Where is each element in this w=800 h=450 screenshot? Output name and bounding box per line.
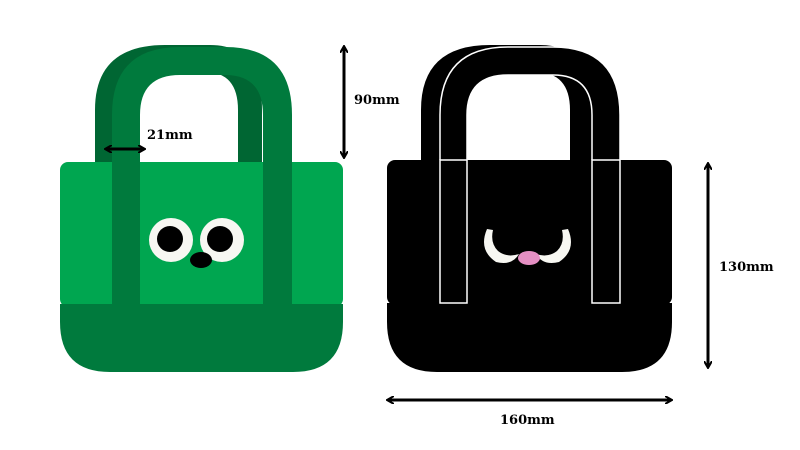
nose-icon [190, 252, 212, 268]
green-face [149, 218, 244, 268]
bag-height-label: 130mm [719, 260, 774, 275]
black-handle-front [439, 46, 621, 166]
green-body-bottom [60, 304, 343, 372]
pink-nose-icon [518, 251, 540, 265]
green-strap-right [263, 162, 292, 304]
black-face [484, 229, 571, 265]
black-body-bottom [387, 303, 672, 372]
green-strap-left [112, 162, 140, 304]
green-handle-front [112, 47, 292, 165]
black-tote-bag [387, 45, 672, 372]
green-tote-bag [60, 45, 343, 372]
black-strap-left [439, 159, 468, 304]
black-strap-right [591, 159, 621, 304]
black-body [387, 160, 672, 305]
right-sleepy-eye-icon [536, 229, 571, 263]
left-sleepy-eye-icon [484, 229, 519, 263]
bag-width-label: 160mm [500, 413, 555, 428]
handle-width-label: 21mm [147, 128, 193, 143]
handle-height-label: 90mm [354, 93, 400, 108]
